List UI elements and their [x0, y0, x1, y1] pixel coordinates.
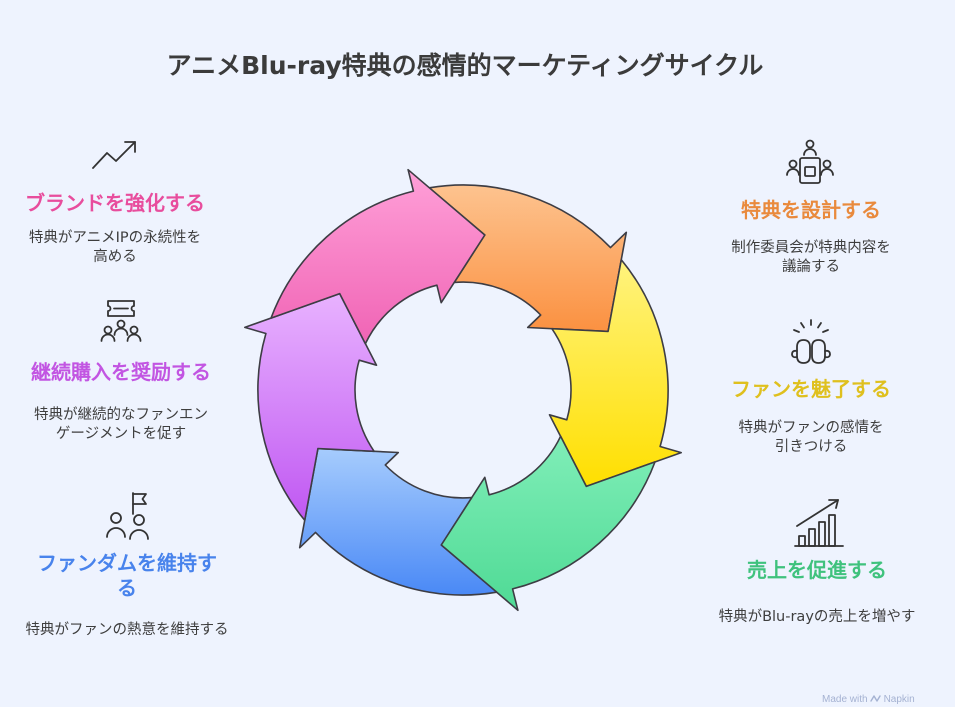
- step-title-continued-purchase: 継続購入を奨励する: [31, 360, 211, 384]
- trend-up-icon: [92, 141, 136, 169]
- step-desc-design: 制作委員会が特典内容を 議論する: [731, 240, 891, 275]
- napkin-logo-icon: [869, 695, 881, 702]
- boxing-gloves-icon: [791, 319, 831, 364]
- people-flag-icon: [106, 492, 149, 540]
- cycle-arrow-4: [298, 447, 498, 596]
- cycle-arrow-3: [440, 435, 656, 612]
- step-title-attract: ファンを魅了する: [731, 377, 891, 401]
- made-with-napkin: Made with Napkin: [822, 694, 915, 706]
- step-desc-continued-purchase: 特典が継続的なファンエン ゲージメントを促す: [34, 407, 208, 442]
- step-title-design: 特典を設計する: [741, 198, 881, 222]
- step-desc-fandom: 特典がファンの熱意を維持する: [25, 622, 229, 638]
- step-desc-attract: 特典がファンの感情を 引きつける: [738, 420, 884, 455]
- cycle-arrows: [244, 168, 682, 612]
- step-title-fandom: ファンダムを維持する: [37, 551, 217, 600]
- cycle-arrow-5: [244, 292, 378, 522]
- meeting-icon: [786, 139, 834, 184]
- footer-made-with: Made with: [822, 694, 868, 705]
- cycle-arrow-6: [270, 168, 486, 345]
- step-title-sales: 売上を促進する: [747, 558, 887, 582]
- step-title-brand: ブランドを強化する: [25, 191, 205, 215]
- page-title: アニメBlu-ray特典の感情的マーケティングサイクル: [166, 51, 764, 80]
- bar-chart-up-icon: [794, 499, 844, 547]
- cycle-arrow-2: [548, 258, 682, 488]
- step-desc-brand: 特典がアニメIPの永続性を 高める: [28, 230, 202, 265]
- step-desc-sales: 特典がBlu-rayの売上を増やす: [718, 609, 916, 625]
- cycle-arrow-1: [428, 184, 628, 333]
- ticket-people-icon: [100, 300, 142, 342]
- footer-brand: Napkin: [883, 694, 915, 705]
